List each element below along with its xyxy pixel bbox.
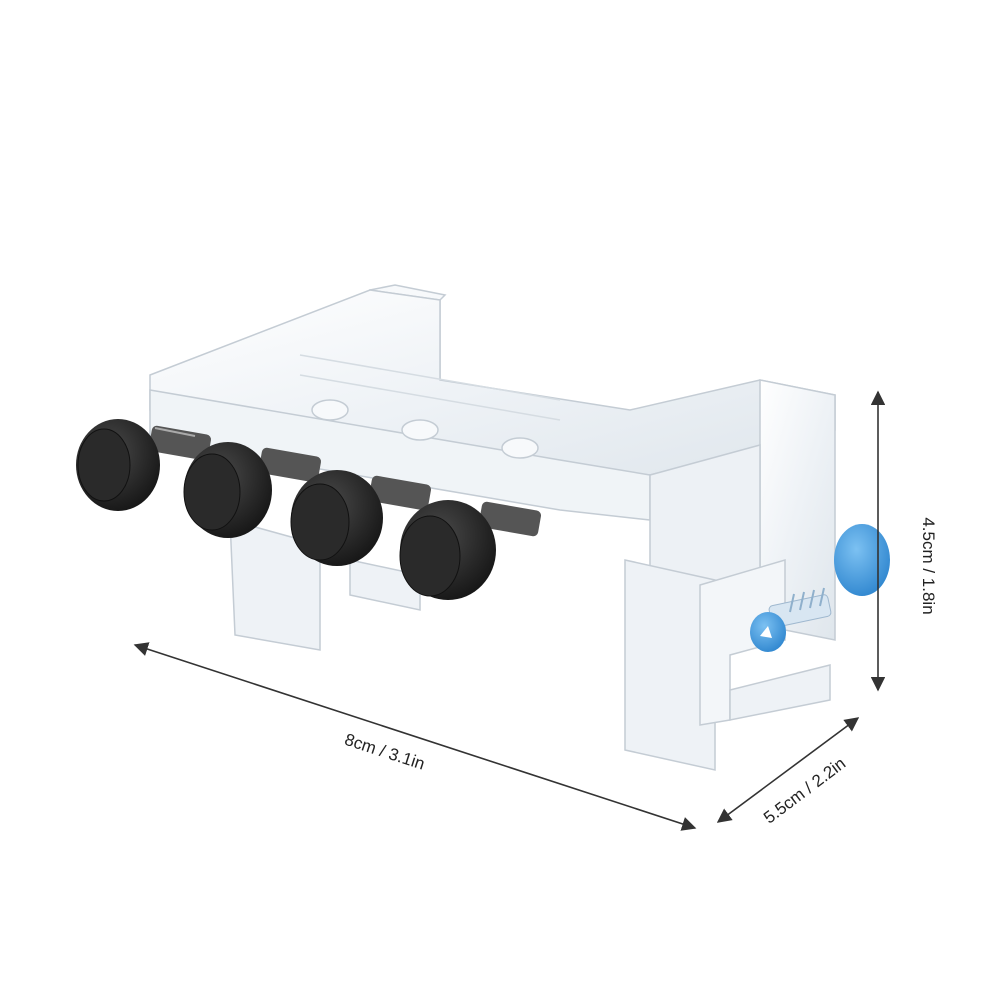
acrylic-clamp-body (149, 284, 836, 771)
length-arrow (133, 642, 697, 831)
black-knob-4 (399, 500, 542, 600)
black-knob-2 (183, 442, 322, 538)
height-label: 4.5cm / 1.8in (919, 517, 938, 614)
black-knob-3 (290, 470, 432, 566)
depth-arrow (716, 717, 860, 823)
black-knob-1 (76, 419, 212, 511)
black-thumb-screws (76, 419, 542, 600)
depth-label: 5.5cm / 2.2in (760, 754, 849, 828)
